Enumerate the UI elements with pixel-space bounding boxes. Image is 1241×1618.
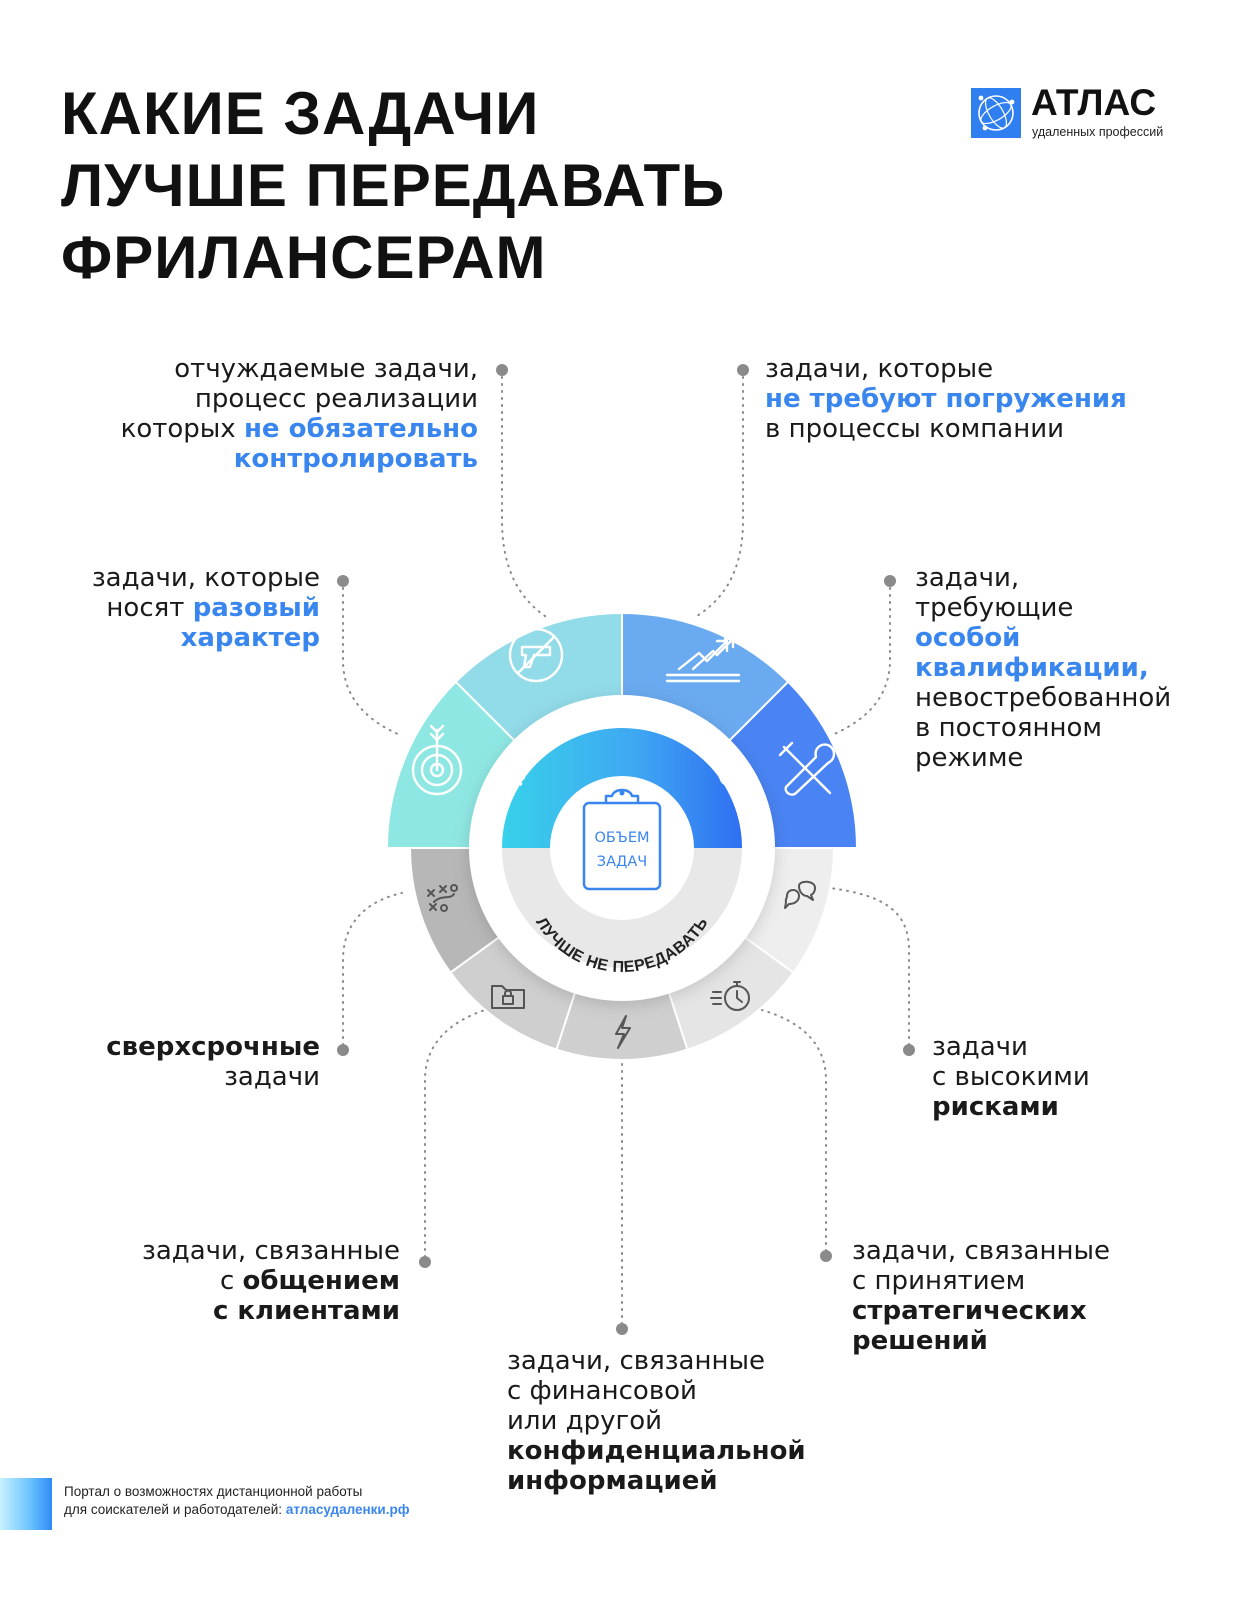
- tactics-plan-icon: [427, 884, 458, 912]
- leader-line-urgent: [342, 892, 403, 1046]
- no-handgun-icon: [508, 627, 564, 683]
- lightning-icon: [615, 1015, 631, 1049]
- leader-dot-mid-right: [884, 575, 896, 587]
- leader-line-top-right: [696, 369, 744, 617]
- leader-line-mid-left: [342, 580, 401, 736]
- label-top-right: задачи, которые не требуют погружения в …: [765, 354, 1127, 444]
- wheel-center: [550, 776, 694, 920]
- locked-folder-icon: [491, 985, 525, 1009]
- label-risks: задачи с высокими рисками: [932, 1032, 1090, 1122]
- label-strategy: задачи, связанные с принятием стратегиче…: [852, 1236, 1110, 1356]
- center-label-line-1: ОБЪЕМ: [594, 830, 649, 846]
- leader-dot-strategy: [820, 1250, 832, 1262]
- growth-arrows-icon: [665, 637, 741, 683]
- chat-bubbles-icon: [784, 880, 816, 909]
- target-icon: [411, 724, 463, 796]
- footer-gradient-bar: [0, 1478, 52, 1530]
- footer: Портал о возможностях дистанционной рабо…: [64, 1484, 410, 1517]
- title-line-1: КАКИЕ ЗАДАЧИ: [61, 80, 540, 147]
- leader-dot-clients: [419, 1256, 431, 1268]
- atlas-logo: АТЛАС удаленных профессий: [971, 82, 1191, 142]
- label-mid-right: задачи, требующие особой квалификации, н…: [915, 563, 1172, 773]
- wrench-screwdriver-icon: [778, 741, 836, 796]
- leader-dot-top-right: [737, 364, 749, 376]
- logo-name: АТЛАС: [1031, 82, 1157, 123]
- label-clients: задачи, связанные с общением с клиентами: [142, 1236, 400, 1326]
- title-line-3: ФРИЛАНСЕРАМ: [61, 224, 547, 291]
- label-top-left: отчуждаемые задачи, процесс реализации к…: [120, 354, 478, 474]
- leader-dot-urgent: [337, 1044, 349, 1056]
- label-mid-left: задачи, которые носят разовый характер: [91, 563, 320, 653]
- logo-subtitle: удаленных профессий: [1032, 125, 1164, 139]
- leader-dot-top-left: [496, 364, 508, 376]
- title-line-2: ЛУЧШЕ ПЕРЕДАВАТЬ: [61, 152, 726, 219]
- label-finance: задачи, связанные с финансовой или друго…: [507, 1346, 806, 1496]
- page-title: КАКИЕ ЗАДАЧИ ЛУЧШЕ ПЕРЕДАВАТЬ ФРИЛАНСЕРА…: [61, 78, 725, 294]
- atlas-globe-icon: [971, 88, 1021, 138]
- footer-site-link[interactable]: атласудаленки.рф: [285, 1502, 410, 1517]
- leader-dot-mid-left: [337, 575, 349, 587]
- center-label-line-2: ЗАДАЧ: [597, 854, 647, 870]
- leader-line-clients: [424, 1009, 486, 1258]
- leader-line-risks: [829, 887, 910, 1046]
- label-urgent: сверхсрочные задачи: [106, 1032, 320, 1092]
- leader-line-strategy: [761, 1009, 827, 1252]
- clipboard-icon: [582, 788, 662, 891]
- leader-dot-finance: [616, 1323, 628, 1335]
- leader-line-top-left: [501, 369, 549, 619]
- fast-stopwatch-icon: [710, 981, 750, 1011]
- leader-line-mid-right: [831, 580, 891, 736]
- leader-dot-risks: [903, 1044, 915, 1056]
